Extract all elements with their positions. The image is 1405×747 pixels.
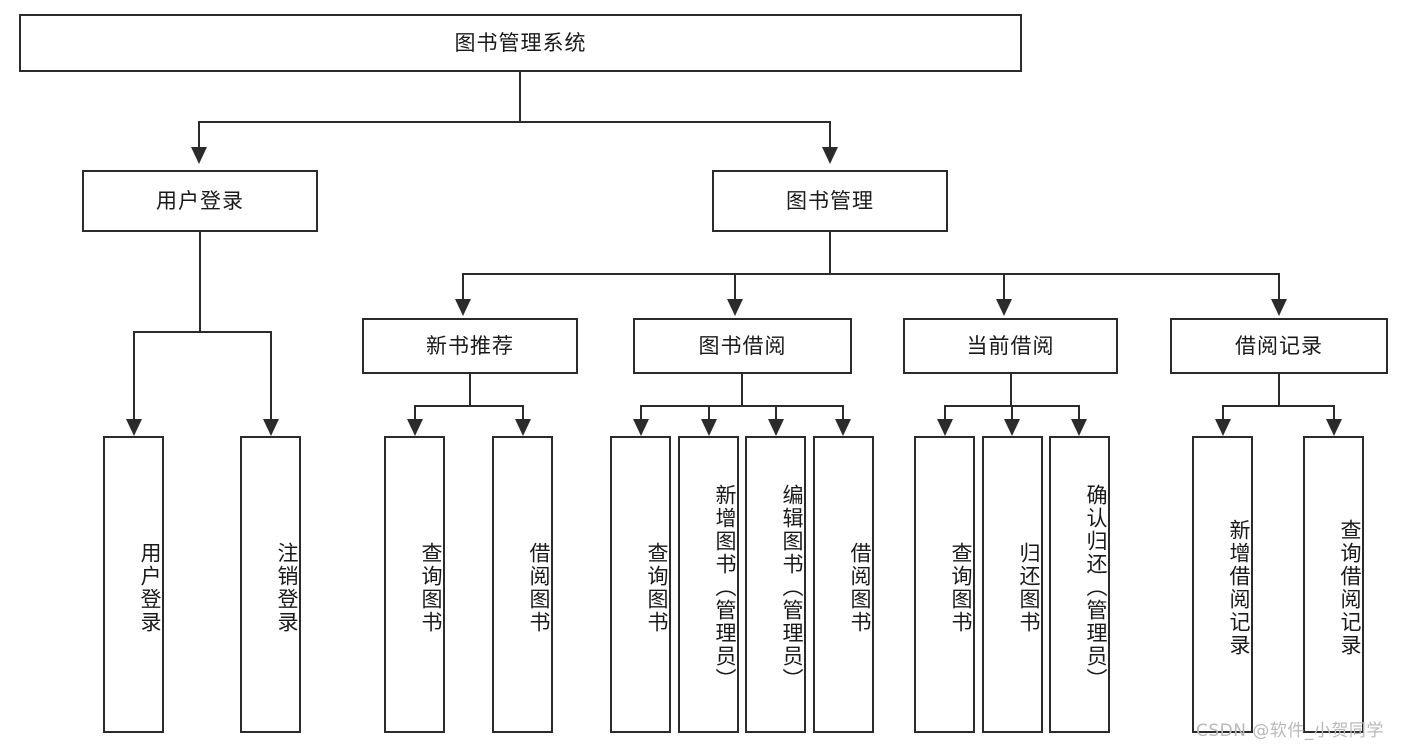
node-label: 新增借阅记录 (1227, 518, 1251, 657)
leaf-return-book[interactable]: 归还图书 (982, 436, 1043, 733)
connector-book-manage-drop-4 (1278, 273, 1280, 301)
leaf-query-book-recommend[interactable]: 查询图书 (384, 436, 445, 733)
node-current-borrow[interactable]: 当前借阅 (903, 318, 1118, 374)
connector-book-manage-stem (829, 232, 831, 274)
node-label: 用户登录 (138, 541, 162, 634)
connector-book-borrow-drop-4 (842, 405, 844, 421)
node-label: 借阅图书 (848, 541, 872, 634)
connector-current-borrow-drop-3 (1078, 405, 1080, 421)
leaf-logout-login[interactable]: 注销登录 (240, 436, 301, 733)
leaf-query-book-borrow[interactable]: 查询图书 (610, 436, 671, 733)
arrowhead-book-borrow-1 (633, 419, 649, 436)
connector-borrow-record-drop-2 (1333, 405, 1335, 421)
arrowhead-user-login-1 (126, 419, 142, 436)
arrowhead-book-borrow-2 (701, 419, 717, 436)
node-label: 查询图书 (949, 541, 973, 634)
node-new-book-recommend[interactable]: 新书推荐 (362, 318, 578, 374)
arrowhead-book-manage-2 (727, 299, 743, 316)
leaf-add-book-admin[interactable]: 新增图书（管理员） (678, 436, 739, 733)
arrowhead-current-borrow-1 (937, 419, 953, 436)
node-label: 当前借阅 (966, 333, 1055, 358)
connector-user-login-bus (133, 331, 272, 333)
node-label: 查询借阅记录 (1338, 518, 1362, 657)
leaf-query-borrow-record[interactable]: 查询借阅记录 (1303, 436, 1364, 733)
leaf-borrow-book[interactable]: 借阅图书 (813, 436, 874, 733)
node-label: 新书推荐 (426, 333, 514, 358)
node-label: 图书管理系统 (454, 30, 587, 55)
connector-new-book-stem (469, 374, 471, 406)
connector-borrow-record-stem (1278, 374, 1280, 406)
connector-user-login-drop-2 (270, 331, 272, 421)
arrowhead-book-borrow-3 (768, 419, 784, 436)
leaf-add-borrow-record[interactable]: 新增借阅记录 (1192, 436, 1253, 733)
node-book-borrow[interactable]: 图书借阅 (633, 318, 852, 374)
arrowhead-new-book-2 (515, 419, 531, 436)
connector-new-book-drop-1 (414, 405, 416, 421)
node-label: 用户登录 (156, 188, 244, 213)
connector-borrow-record-bus (1222, 405, 1335, 407)
connector-book-borrow-drop-1 (640, 405, 642, 421)
connector-root-to-book-manage (829, 121, 831, 149)
arrowhead-borrow-record-1 (1215, 419, 1231, 436)
arrowhead-current-borrow-3 (1071, 419, 1087, 436)
leaf-edit-book-admin[interactable]: 编辑图书（管理员） (745, 436, 806, 733)
node-label: 借阅图书 (527, 541, 551, 634)
connector-root-bus (198, 121, 831, 123)
node-label: 图书借阅 (698, 333, 787, 358)
connector-book-borrow-drop-3 (775, 405, 777, 421)
node-label: 查询图书 (419, 541, 443, 634)
node-label: 新增图书（管理员） (713, 484, 737, 691)
leaf-query-book-current[interactable]: 查询图书 (914, 436, 975, 733)
connector-user-login-drop-1 (133, 331, 135, 421)
connector-borrow-record-drop-1 (1222, 405, 1224, 421)
arrowhead-borrow-record-2 (1326, 419, 1342, 436)
arrowhead-root-to-book-manage (822, 147, 838, 164)
connector-book-borrow-bus (640, 405, 844, 407)
connector-book-manage-drop-1 (462, 273, 464, 301)
node-root-book-management-system[interactable]: 图书管理系统 (19, 14, 1022, 72)
connector-book-manage-drop-2 (734, 273, 736, 301)
node-label: 注销登录 (275, 541, 299, 634)
arrowhead-book-manage-3 (996, 299, 1012, 316)
connector-root-to-user-login (198, 121, 200, 149)
arrowhead-current-borrow-2 (1004, 419, 1020, 436)
arrowhead-new-book-1 (407, 419, 423, 436)
node-label: 编辑图书（管理员） (780, 484, 804, 691)
connector-book-manage-bus (462, 273, 1280, 275)
node-label: 确认归还（管理员） (1084, 484, 1108, 691)
node-book-management[interactable]: 图书管理 (712, 170, 948, 232)
arrowhead-book-manage-1 (455, 299, 471, 316)
node-label: 借阅记录 (1235, 333, 1323, 358)
connector-book-borrow-drop-2 (708, 405, 710, 421)
arrowhead-book-borrow-4 (835, 419, 851, 436)
connector-book-manage-drop-3 (1003, 273, 1005, 301)
arrowhead-root-to-user-login (191, 147, 207, 164)
connector-current-borrow-drop-2 (1011, 405, 1013, 421)
connector-new-book-bus (414, 405, 524, 407)
connector-new-book-drop-2 (522, 405, 524, 421)
node-label: 查询图书 (645, 541, 669, 634)
node-borrow-record[interactable]: 借阅记录 (1170, 318, 1388, 374)
connector-book-borrow-stem (741, 374, 743, 406)
connector-root-stem (519, 72, 521, 122)
leaf-borrow-book-recommend[interactable]: 借阅图书 (492, 436, 553, 733)
leaf-user-login[interactable]: 用户登录 (103, 436, 164, 733)
node-label: 图书管理 (786, 188, 874, 213)
node-label: 归还图书 (1017, 541, 1041, 634)
arrowhead-user-login-2 (263, 419, 279, 436)
connector-current-borrow-drop-1 (944, 405, 946, 421)
connector-user-login-stem (199, 232, 201, 332)
leaf-confirm-return-admin[interactable]: 确认归还（管理员） (1049, 436, 1110, 733)
connector-current-borrow-stem (1010, 374, 1012, 406)
node-user-login[interactable]: 用户登录 (82, 170, 318, 232)
arrowhead-book-manage-4 (1271, 299, 1287, 316)
